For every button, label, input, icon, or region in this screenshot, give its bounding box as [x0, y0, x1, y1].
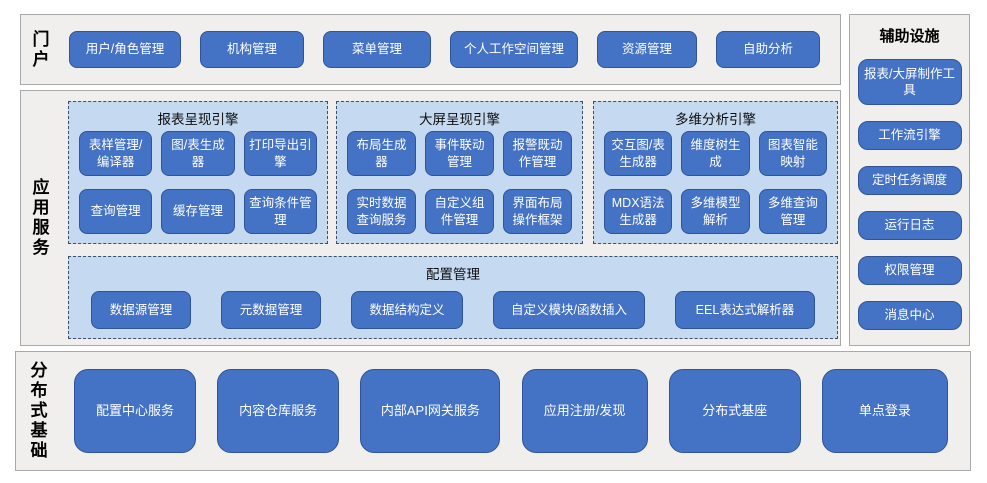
panel-button-grid: 布局生成器 事件联动管理 报警既动作管理 实时数据查询服务 自定义组件管理 界面…: [337, 128, 582, 234]
distributed-foundation-label: 分布式基础: [30, 360, 48, 461]
module-button: 自定义组件管理: [425, 189, 494, 234]
module-button: 图/表生成器: [161, 131, 235, 176]
user-role-mgmt-button: 用户/角色管理: [69, 31, 181, 68]
custom-module-function-button: 自定义模块/函数插入: [493, 291, 645, 329]
module-button: 维度树生成: [681, 131, 750, 176]
datasource-mgmt-button: 数据源管理: [91, 291, 191, 329]
aux-facilities-section: 辅助设施 报表/大屏制作工具 工作流引擎 定时任务调度 运行日志 权限管理 消息…: [849, 14, 970, 346]
module-button: 报警既动作管理: [503, 131, 572, 176]
module-button: 多维查询管理: [758, 189, 827, 234]
panel-title: 大屏呈现引擎: [419, 112, 500, 127]
foundation-button-row: 配置中心服务 内容仓库服务 内部API网关服务 应用注册/发现 分布式基座 单点…: [74, 352, 948, 470]
module-button: MDX语法生成器: [604, 189, 673, 234]
metadata-mgmt-button: 元数据管理: [221, 291, 321, 329]
bigscreen-render-engine-panel: 大屏呈现引擎 布局生成器 事件联动管理 报警既动作管理 实时数据查询服务 自定义…: [336, 101, 583, 244]
module-button: 查询管理: [79, 189, 153, 234]
module-button: 多维模型解析: [681, 189, 750, 234]
distributed-foundation-section: 分布式基础 配置中心服务 内容仓库服务 内部API网关服务 应用注册/发现 分布…: [15, 351, 971, 471]
content-repo-service-button: 内容仓库服务: [217, 369, 340, 453]
aux-button-column: 报表/大屏制作工具 工作流引擎 定时任务调度 运行日志 权限管理 消息中心: [850, 59, 969, 330]
module-button: 界面布局操作框架: [503, 189, 572, 234]
workflow-engine-button: 工作流引擎: [857, 121, 962, 150]
config-button-row: 数据源管理 元数据管理 数据结构定义 自定义模块/函数插入 EEL表达式解析器: [69, 291, 837, 329]
portal-section: 门户 用户/角色管理 机构管理 菜单管理 个人工作空间管理 资源管理 自助分析: [20, 14, 841, 85]
report-render-engine-panel: 报表呈现引擎 表样管理/编译器 图/表生成器 打印导出引擎 查询管理 缓存管理 …: [68, 101, 328, 244]
report-bigscreen-tool-button: 报表/大屏制作工具: [857, 59, 962, 105]
module-button: 布局生成器: [347, 131, 416, 176]
module-button: 交互图/表生成器: [604, 131, 673, 176]
menu-mgmt-button: 菜单管理: [323, 31, 431, 68]
sso-button: 单点登录: [821, 369, 948, 453]
aux-facilities-title: 辅助设施: [879, 28, 940, 45]
self-service-analysis-button: 自助分析: [716, 31, 820, 68]
message-center-button: 消息中心: [857, 301, 962, 330]
module-button: 事件联动管理: [425, 131, 494, 176]
app-services-section-label: 应用服务: [32, 177, 50, 258]
data-structure-def-button: 数据结构定义: [351, 291, 463, 329]
module-button: 缓存管理: [161, 189, 235, 234]
panel-title: 报表呈现引擎: [157, 112, 239, 127]
app-services-section: 应用服务 报表呈现引擎 表样管理/编译器 图/表生成器 打印导出引擎 查询管理 …: [20, 90, 841, 346]
app-register-discovery-button: 应用注册/发现: [521, 369, 648, 453]
module-button: 实时数据查询服务: [347, 189, 416, 234]
run-log-button: 运行日志: [857, 211, 962, 240]
resource-mgmt-button: 资源管理: [597, 31, 697, 68]
module-button: 打印导出引擎: [243, 131, 317, 176]
module-button: 查询条件管理: [243, 189, 317, 234]
personal-workspace-mgmt-button: 个人工作空间管理: [450, 31, 578, 68]
config-center-service-button: 配置中心服务: [74, 369, 196, 453]
eel-expression-parser-button: EEL表达式解析器: [675, 291, 815, 329]
portal-section-label: 门户: [32, 29, 50, 69]
module-button: 表样管理/编译器: [79, 131, 153, 176]
permission-mgmt-button: 权限管理: [857, 256, 962, 285]
org-mgmt-button: 机构管理: [200, 31, 304, 68]
olap-analysis-engine-panel: 多维分析引擎 交互图/表生成器 维度树生成 图表智能映射 MDX语法生成器 多维…: [593, 101, 838, 244]
config-mgmt-panel: 配置管理 数据源管理 元数据管理 数据结构定义 自定义模块/函数插入 EEL表达…: [68, 256, 838, 339]
panel-title: 多维分析引擎: [675, 112, 756, 127]
distributed-base-button: 分布式基座: [668, 369, 801, 453]
portal-button-row: 用户/角色管理 机构管理 菜单管理 个人工作空间管理 资源管理 自助分析: [69, 15, 832, 84]
module-button: 图表智能映射: [758, 131, 827, 176]
scheduled-task-button: 定时任务调度: [857, 166, 962, 195]
panel-button-grid: 表样管理/编译器 图/表生成器 打印导出引擎 查询管理 缓存管理 查询条件管理: [69, 128, 327, 234]
internal-api-gateway-button: 内部API网关服务: [360, 369, 501, 453]
panel-button-grid: 交互图/表生成器 维度树生成 图表智能映射 MDX语法生成器 多维模型解析 多维…: [594, 128, 837, 234]
panel-title: 配置管理: [426, 267, 480, 282]
